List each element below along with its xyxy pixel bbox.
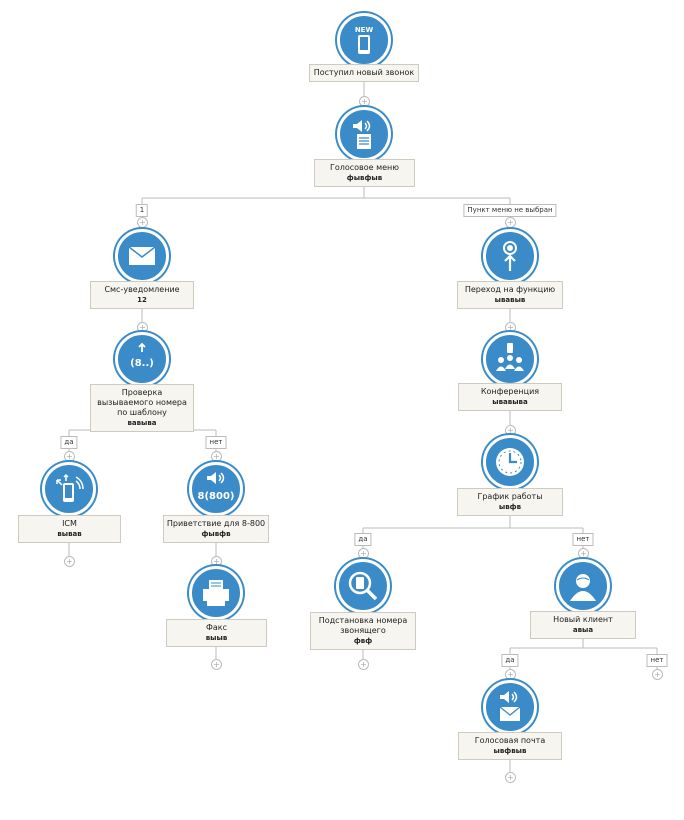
node-title: Смс-уведомление [104,285,180,294]
node-subtitle: выыв [205,634,228,642]
speaker-mail-icon [483,680,537,734]
node-subtitle: 12 [137,296,147,304]
node-subtitle: вывав [57,530,82,538]
node-label: Голосовое меню фывфыв [314,159,415,187]
speaker-8800-icon: 8(800) [189,462,243,516]
node-label: Голосовая почта ывфвыв [458,732,562,760]
envelope-icon [115,229,169,283]
node-label: Смс-уведомление 12 [90,281,194,309]
new-phone-icon: NEW [337,13,391,67]
node-title: График работы [477,492,543,501]
node-subtitle: ывавыв [494,296,526,304]
node-title: Подстановка номера звонящего [318,616,408,635]
clock-icon [483,435,537,489]
node-label: График работы ывфв [457,488,563,516]
number-search-icon: (8..) [115,332,169,386]
number-pattern-glyph: (8..) [130,358,154,369]
node-title: Конференция [480,387,540,396]
add-step-button[interactable]: + [137,217,148,228]
add-step-button[interactable]: + [211,659,222,670]
node-title: Голосовая почта [474,736,546,745]
node-title: Поступил новый звонок [313,68,415,77]
node-label: Приветствие для 8-800 фывфв [163,515,269,543]
node-title: Переход на функцию [464,285,556,294]
phone-signal-icon [42,462,96,516]
add-step-button[interactable]: + [64,451,75,462]
branch-label-client-no: нет [646,654,668,667]
phone-search-icon [336,559,390,613]
add-step-button[interactable]: + [505,217,516,228]
node-subtitle: ывфвыв [493,747,527,755]
branch-label-sched-no: нет [572,533,594,546]
node-subtitle: фывфыв [346,174,383,182]
node-label: Факс выыв [166,619,267,647]
add-step-button[interactable]: + [211,451,222,462]
node-label: Конференция ывавыва [458,383,562,411]
node-label: Подстановка номера звонящего фвф [310,612,416,650]
node-title: Новый клиент [553,615,613,624]
branch-label-client-yes: да [501,654,519,667]
add-step-button[interactable]: + [652,669,663,680]
add-step-button[interactable]: + [505,669,516,680]
speaker-menu-icon [337,107,391,161]
node-subtitle: ывавыва [492,398,528,406]
add-step-button[interactable]: + [359,96,370,107]
branch-label-check-yes: да [60,436,78,449]
node-label: Поступил новый звонок [309,64,419,82]
add-step-button[interactable]: + [64,556,75,567]
node-subtitle: ывфв [498,503,522,511]
node-title: Голосовое меню [329,163,400,172]
add-step-button[interactable]: + [358,659,369,670]
node-label: Новый клиент авыа [530,611,636,639]
node-title: Приветствие для 8-800 [166,519,266,528]
number-8800-glyph: 8(800) [198,491,234,502]
add-step-button[interactable]: + [358,548,369,559]
fax-icon [189,566,243,620]
person-icon [556,559,610,613]
node-label: ICM вывав [18,515,121,543]
branch-label-menu-none: Пункт меню не выбран [463,204,557,217]
node-subtitle: фвф [353,637,373,645]
node-label: Переход на функцию ывавыв [457,281,563,309]
branch-label-menu-1: 1 [135,204,149,217]
node-label: Проверка вызываемого номера по шаблону в… [90,384,194,432]
node-subtitle: авыа [572,626,594,634]
add-step-button[interactable]: + [578,548,589,559]
branch-label-check-no: нет [205,436,227,449]
arrow-up-target-icon [483,229,537,283]
node-title: ICM [62,519,77,528]
new-badge: NEW [355,26,374,34]
branch-label-sched-yes: да [354,533,372,546]
node-title: Проверка вызываемого номера по шаблону [97,388,187,417]
add-step-button[interactable]: + [505,772,516,783]
conference-group-icon [483,332,537,386]
node-subtitle: фывфв [201,530,231,538]
node-subtitle: вавыва [127,419,157,427]
node-title: Факс [205,623,228,632]
